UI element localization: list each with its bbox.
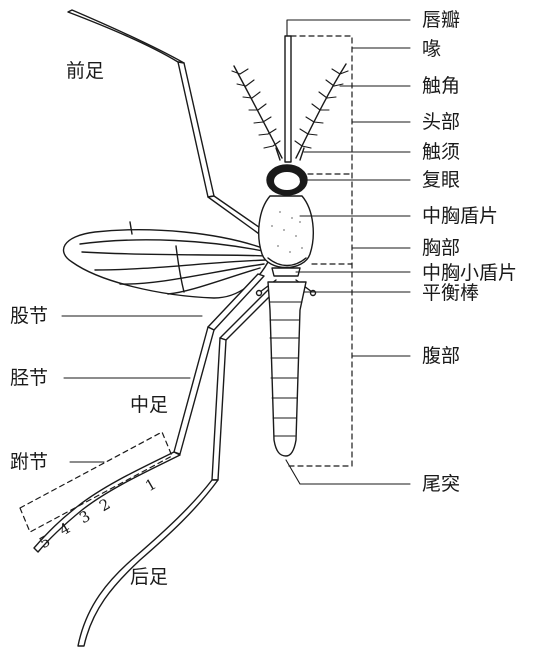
label-tarsus: 跗节: [10, 451, 48, 473]
label-palp: 触须: [422, 141, 460, 163]
label-foreleg: 前足: [66, 60, 104, 82]
label-lip-petal: 唇瓣: [422, 9, 460, 31]
hindleg-drawing: [78, 290, 274, 646]
label-femur: 股节: [10, 305, 48, 327]
proboscis-drawing: [285, 36, 291, 162]
label-abdomen: 腹部: [422, 345, 460, 367]
label-scutellum: 中胸小盾片: [422, 262, 517, 284]
label-tibia: 胫节: [10, 367, 48, 389]
label-midleg: 中足: [130, 394, 168, 416]
wing-drawing: [63, 222, 268, 298]
label-antenna: 触角: [422, 75, 460, 97]
abdomen-drawing: [268, 282, 306, 456]
label-proboscis: 喙: [422, 38, 441, 60]
label-thorax: 胸部: [422, 237, 460, 259]
foreleg-drawing: [68, 10, 266, 236]
label-compound-eye: 复眼: [422, 169, 460, 191]
thorax-drawing: [259, 196, 314, 268]
label-hindleg: 后足: [130, 566, 168, 588]
label-haltere: 平衡棒: [422, 282, 479, 304]
label-mesoscutum: 中胸盾片: [422, 205, 498, 227]
label-cercus: 尾突: [422, 473, 460, 495]
label-head: 头部: [422, 111, 460, 133]
